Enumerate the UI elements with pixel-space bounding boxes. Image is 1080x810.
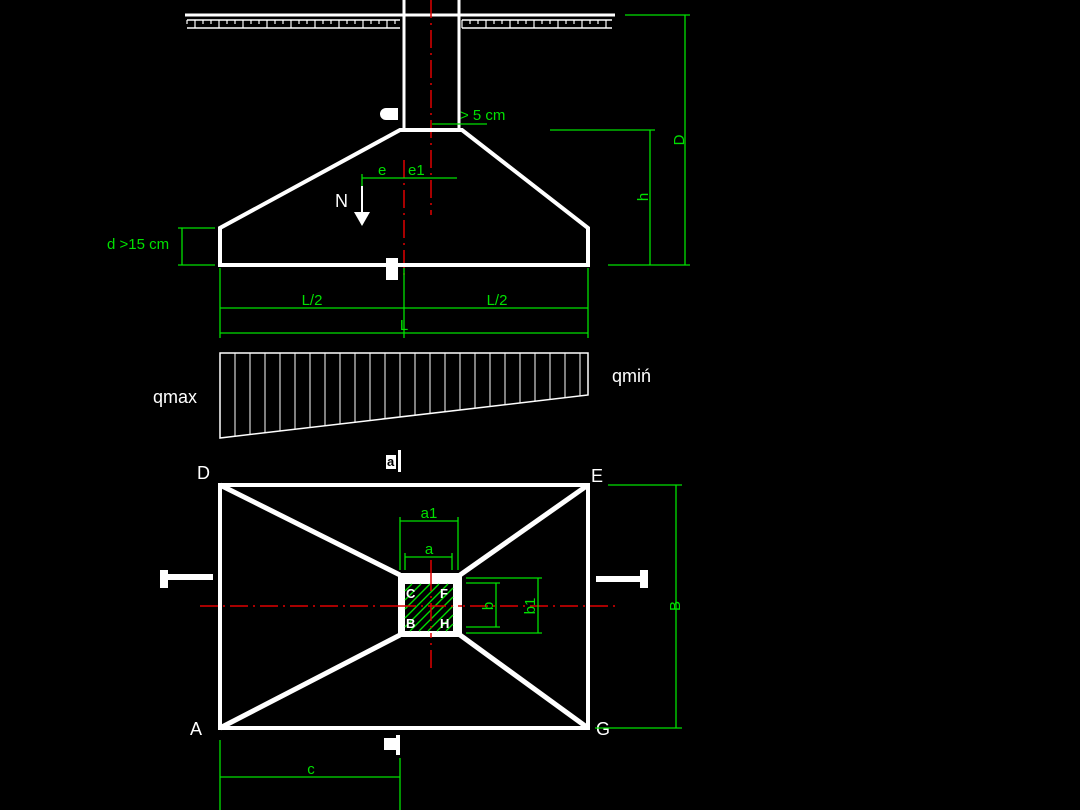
phatch-line	[427, 605, 454, 632]
dim-d-label: d >15 cm	[107, 236, 169, 253]
dim-h-label: h	[635, 193, 652, 201]
section-mark-label: a	[387, 454, 395, 469]
phatch-line	[445, 623, 454, 632]
dimension-c: c	[219, 740, 401, 810]
phatch-line	[404, 583, 449, 628]
dim-B-label: B	[667, 601, 684, 611]
dim-e1-label: e1	[408, 162, 425, 179]
footing-section	[218, 128, 590, 267]
load-N: N	[335, 186, 370, 226]
qmin-label: qmiń	[612, 366, 651, 386]
phatch-line	[418, 596, 454, 632]
load-label: N	[335, 191, 348, 211]
dimension-b: b b1	[466, 577, 542, 634]
dim-L-label: L	[400, 317, 408, 334]
dim-a-label: a	[425, 541, 434, 558]
corner-A: A	[190, 719, 202, 739]
dim-D-label: D	[671, 134, 688, 145]
dim-offset-label: > 5 cm	[460, 107, 505, 124]
dimension-B: B	[595, 484, 684, 729]
corner-E: E	[591, 466, 603, 486]
footing-plan: C F B H D E A G	[190, 463, 620, 739]
qmax-label: qmax	[153, 387, 197, 407]
phatch-line	[404, 583, 422, 601]
phatch-line	[404, 583, 413, 592]
dim-half-left-label: L/2	[302, 292, 323, 309]
section-markers: a	[160, 450, 648, 755]
point-B: B	[406, 616, 415, 631]
dim-b-label: b	[480, 602, 497, 610]
dim-e-label: e	[378, 162, 386, 179]
dim-a1-label: a1	[421, 505, 438, 522]
phatch-line	[404, 583, 431, 610]
column	[402, 0, 461, 130]
dimension-min-offset: > 5 cm	[432, 107, 505, 125]
pressure-diagram: qmax qmiń	[153, 352, 651, 439]
point-F: F	[440, 586, 448, 601]
dimension-a1: a1	[399, 505, 459, 570]
arrow-down-icon	[354, 212, 370, 226]
dim-c-label: c	[307, 761, 315, 778]
point-C: C	[406, 586, 416, 601]
corner-D: D	[197, 463, 210, 483]
dimension-D: D	[608, 14, 690, 266]
dimension-e: e e1	[361, 162, 457, 225]
dimension-a: a	[404, 541, 453, 570]
dim-half-right-label: L/2	[487, 292, 508, 309]
point-H: H	[440, 616, 449, 631]
ground-surface	[185, 13, 615, 29]
dimension-h: h	[550, 129, 655, 265]
corner-G: G	[596, 719, 610, 739]
phatch-line	[404, 583, 440, 619]
phatch-line	[436, 614, 454, 632]
section-cut-marker	[380, 108, 398, 280]
dimension-L: L/2 L/2 L	[219, 268, 589, 338]
dimension-d: d >15 cm	[107, 227, 215, 266]
dim-b1-label: b1	[522, 598, 539, 615]
